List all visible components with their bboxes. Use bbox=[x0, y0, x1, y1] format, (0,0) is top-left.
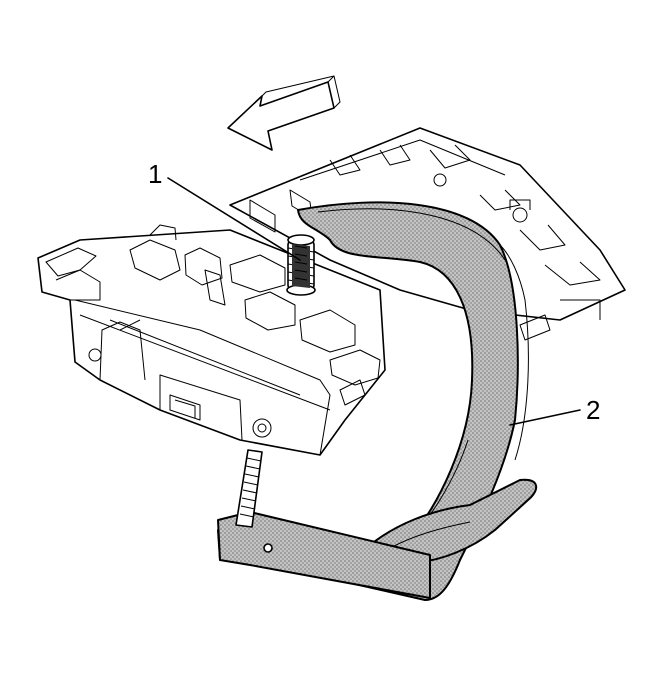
valve-spring-compressor bbox=[217, 201, 538, 601]
callout-1: 1 bbox=[148, 159, 162, 189]
arrow-left-icon bbox=[227, 75, 341, 151]
leader-lines bbox=[167, 177, 581, 426]
callout-2: 2 bbox=[586, 395, 600, 425]
valve-spring bbox=[286, 234, 316, 296]
